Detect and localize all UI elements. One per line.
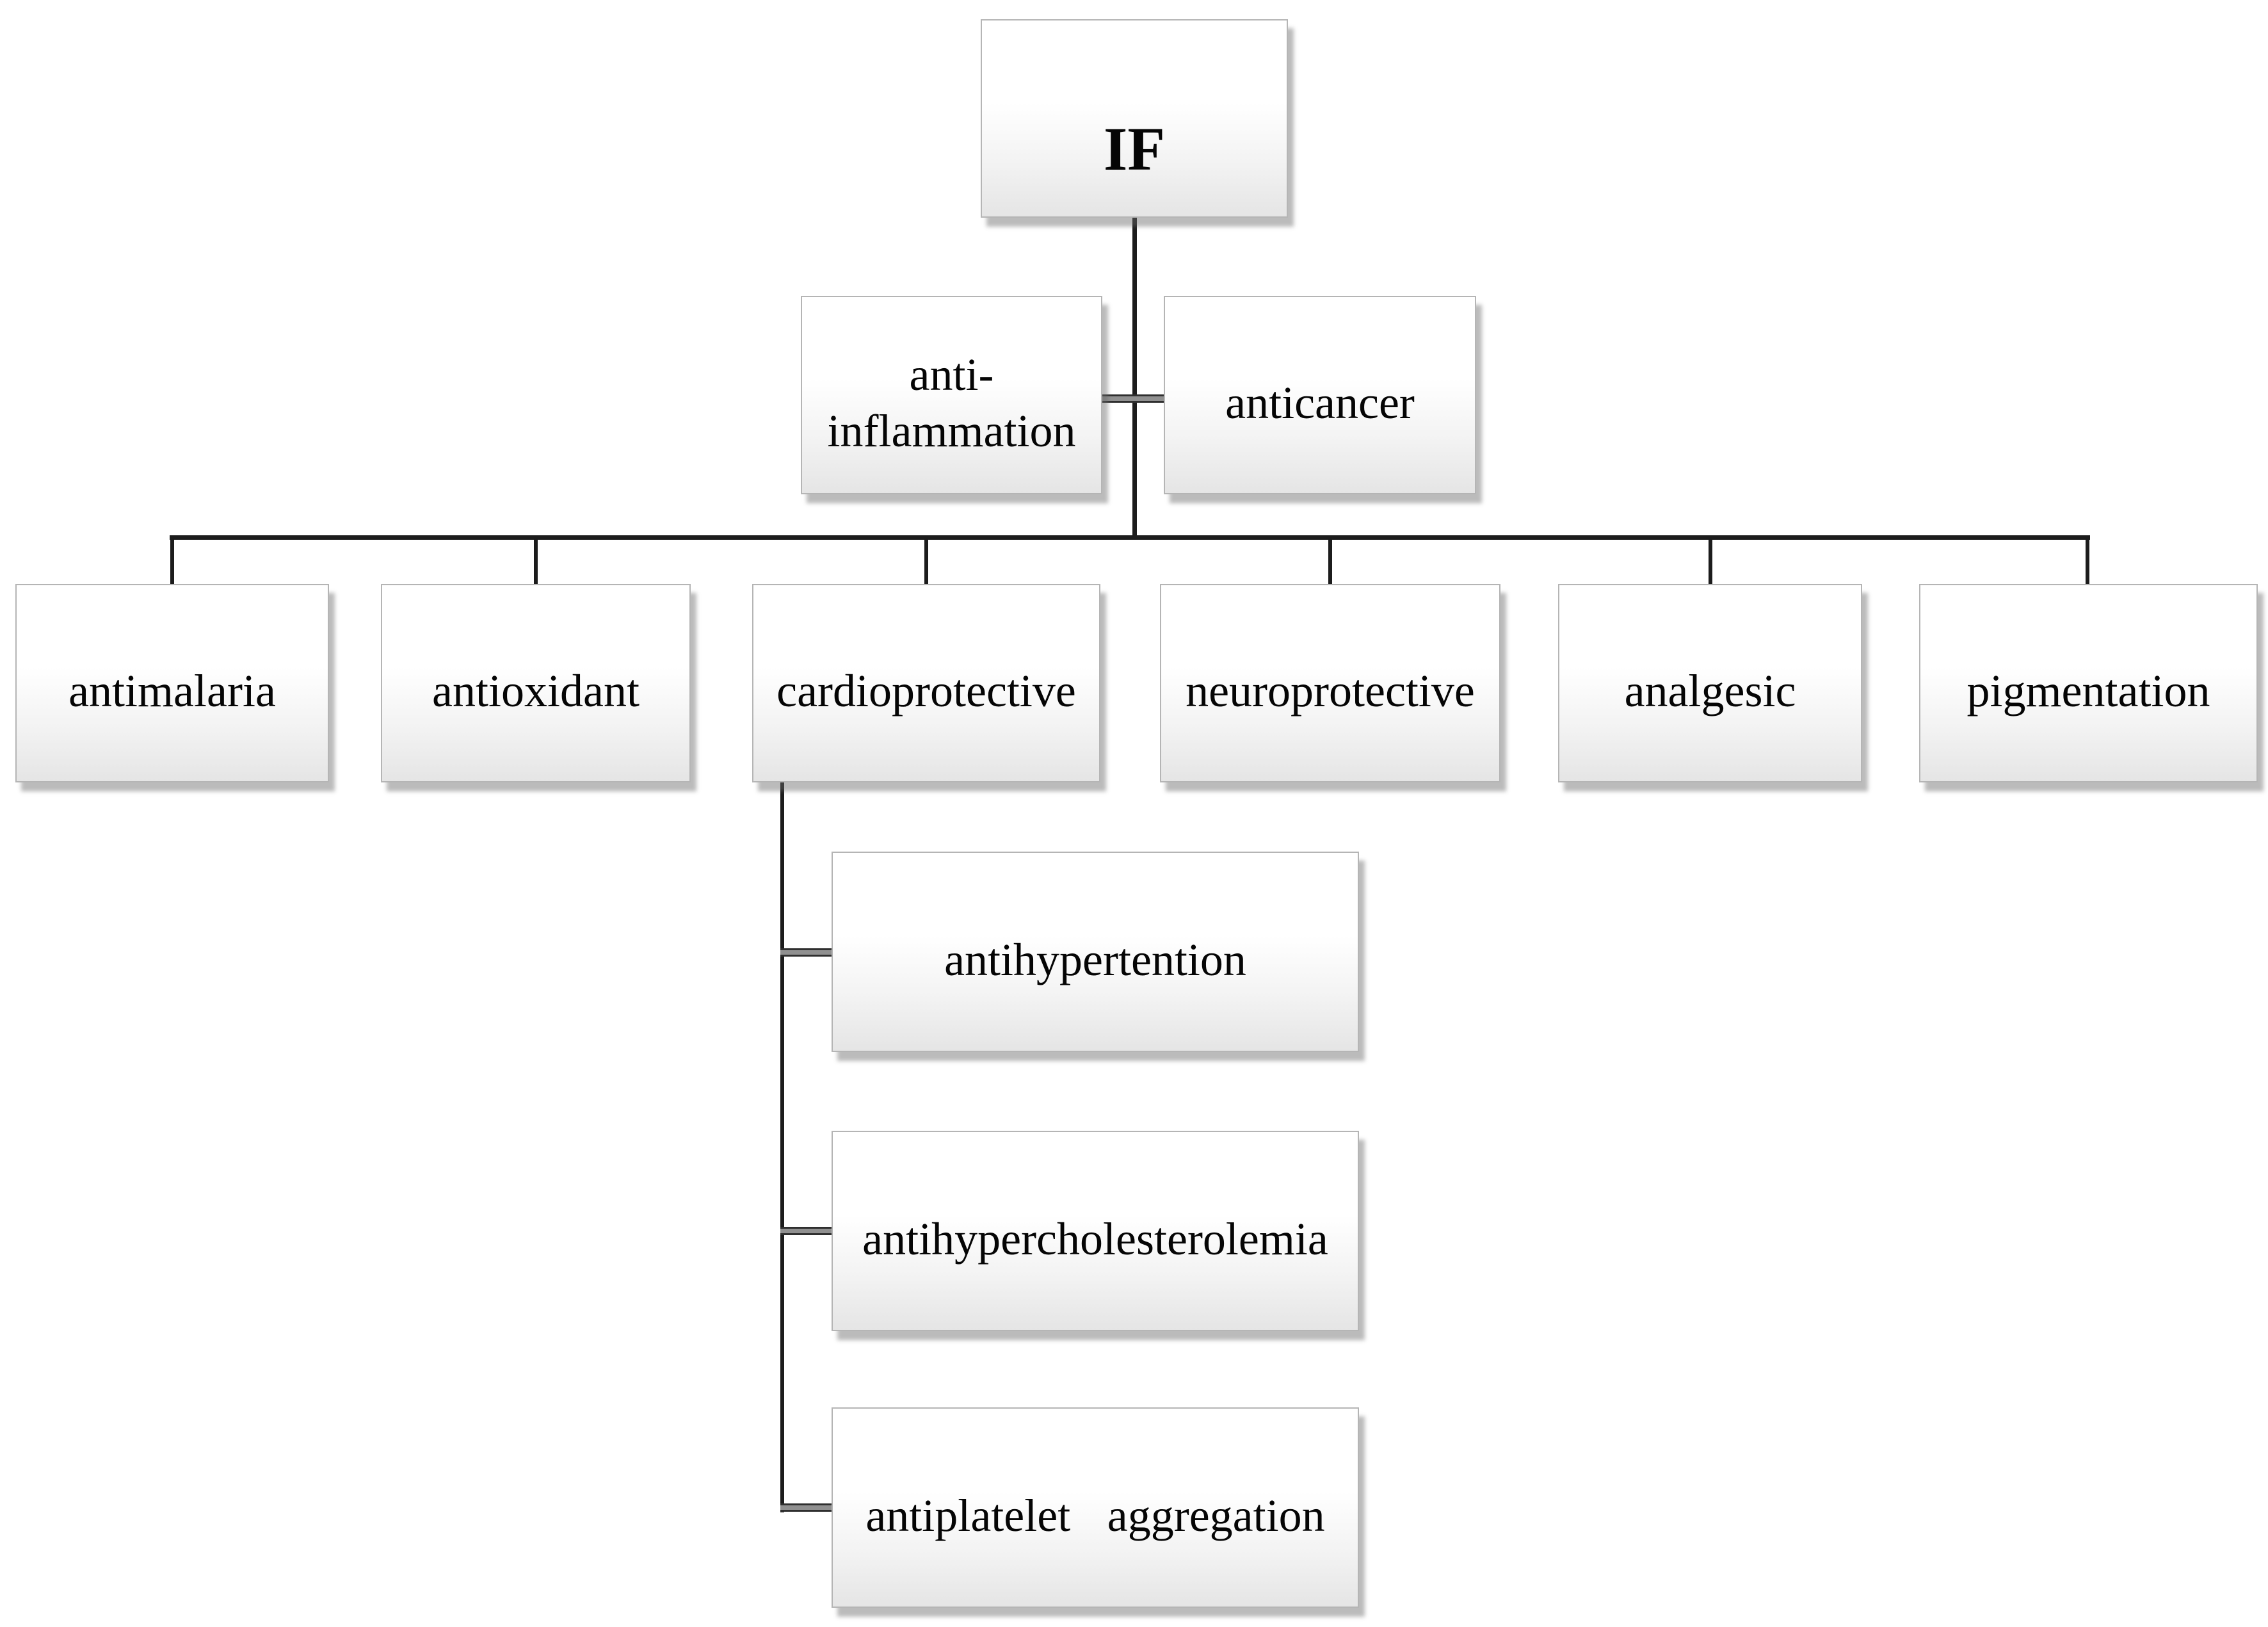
node-anti-inflammation: anti- inflammation [801, 296, 1102, 494]
node-antihypertention-label: antihypertention [944, 934, 1246, 985]
node-cardioprotective: cardioprotective [752, 584, 1100, 782]
connector-drop-analgesic [1709, 540, 1712, 584]
node-anti-inflammation-label-line1: anti- [909, 349, 994, 401]
node-pigmentation: pigmentation [1919, 584, 2258, 782]
connector-root-vertical [1132, 218, 1137, 539]
node-antioxidant: antioxidant [381, 584, 691, 782]
node-cardioprotective-label: cardioprotective [776, 665, 1076, 717]
connector-stub-antiplatelet-aggregation [780, 1503, 834, 1512]
connector-drop-pigmentation [2086, 540, 2089, 584]
node-neuroprotective: neuroprotective [1160, 584, 1500, 782]
connector-stub-antihypertention [780, 948, 834, 957]
node-antimalaria: antimalaria [15, 584, 329, 782]
connector-drop-antimalaria [170, 540, 174, 584]
node-anticancer: anticancer [1164, 296, 1476, 494]
node-analgesic-label: analgesic [1624, 665, 1796, 717]
node-anticancer-label: anticancer [1225, 377, 1415, 429]
node-neuroprotective-label: neuroprotective [1186, 665, 1475, 717]
node-if-label: IF [1104, 115, 1165, 184]
node-anti-inflammation-label-line2: inflammation [827, 405, 1076, 457]
connector-cardioprotective-vertical [780, 782, 784, 1512]
connector-drop-antioxidant [534, 540, 538, 584]
node-analgesic: analgesic [1558, 584, 1862, 782]
connector-level3-horizontal [170, 535, 2090, 540]
connector-drop-neuroprotective [1328, 540, 1332, 584]
node-antihypercholesterolemia: antihypercholesterolemia [832, 1131, 1359, 1331]
node-antiplatelet-aggregation-label: antiplatelet aggregation [865, 1489, 1325, 1541]
node-if-root: IF [981, 19, 1288, 218]
connector-level2-stub [1102, 394, 1164, 403]
node-antihypercholesterolemia-label: antihypercholesterolemia [862, 1213, 1328, 1265]
node-antioxidant-label: antioxidant [432, 665, 639, 717]
connector-stub-antihypercholesterolemia [780, 1227, 834, 1235]
connector-drop-cardioprotective [924, 540, 928, 584]
node-pigmentation-label: pigmentation [1966, 665, 2210, 717]
node-antihypertention: antihypertention [832, 852, 1359, 1052]
node-antimalaria-label: antimalaria [68, 665, 276, 717]
node-antiplatelet-aggregation: antiplatelet aggregation [832, 1407, 1359, 1608]
